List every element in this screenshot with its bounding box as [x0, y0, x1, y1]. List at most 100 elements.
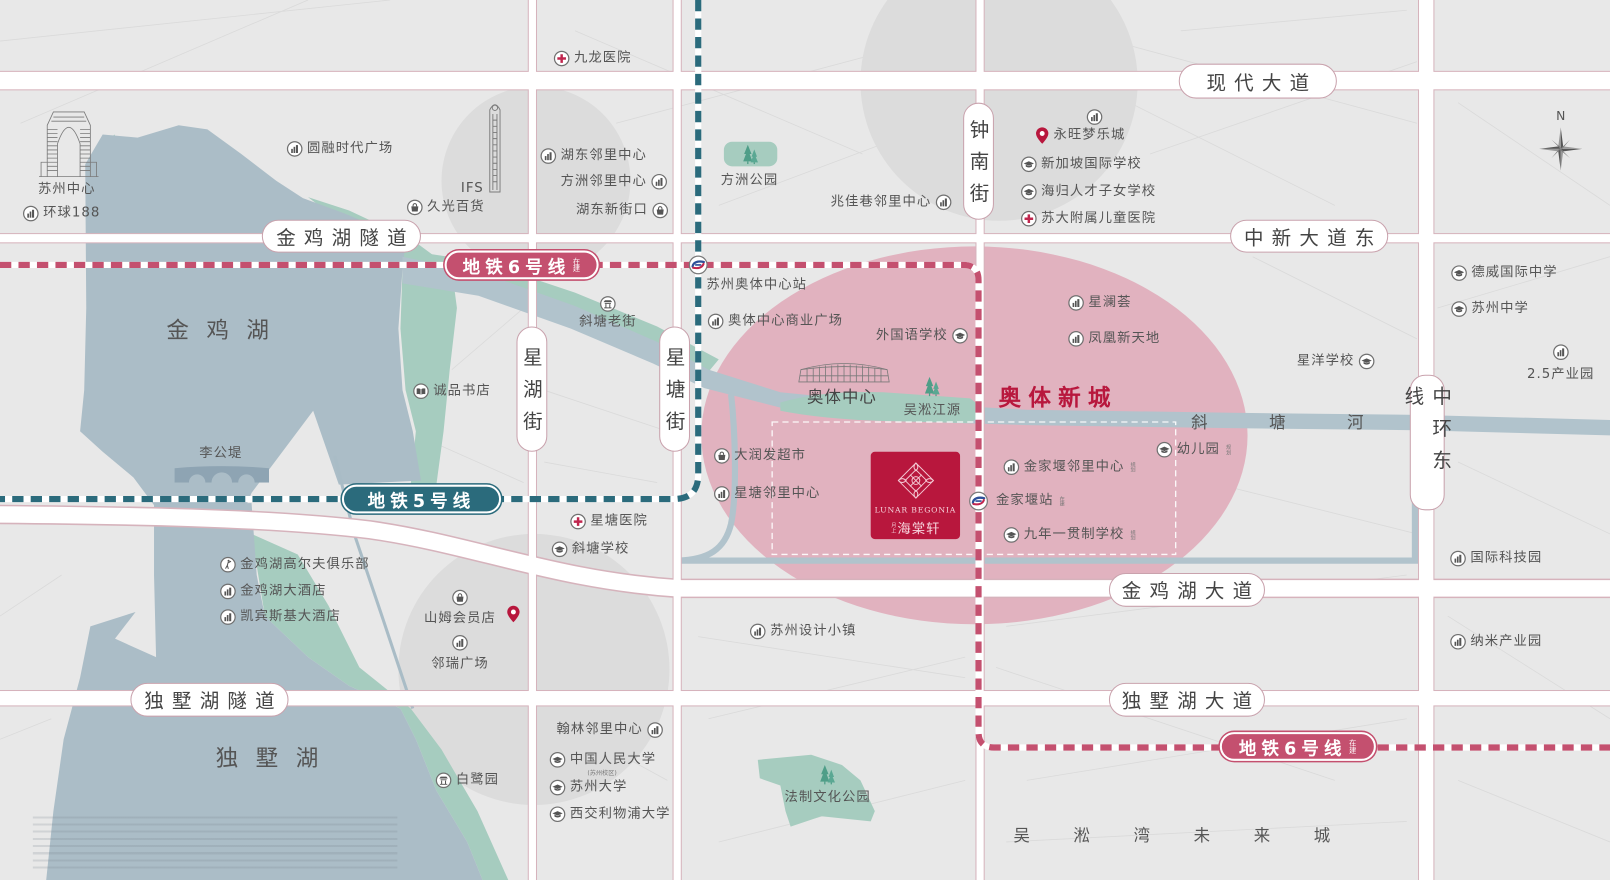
poi-aeon-mall: 永旺梦乐城	[1035, 127, 1125, 143]
road-label-zhongxin-avenue-east: 中新大道东	[1230, 219, 1389, 253]
xietang-river-label: 斜塘河	[1191, 412, 1426, 433]
graduation-cap-icon	[1156, 442, 1172, 458]
landmark-ifs-label: IFS	[461, 177, 484, 198]
poi-industrial-park-25: 2.5产业园	[1527, 344, 1594, 383]
building-icon	[1068, 331, 1084, 347]
metro-line5-label: 地铁5号线	[341, 484, 502, 514]
golf-icon	[220, 557, 236, 573]
poi-label: 方洲邻里中心	[560, 173, 647, 189]
road-jinjihu-tunnel	[0, 234, 1610, 243]
poi-foreign-language-school: 外国语学校	[876, 328, 968, 344]
pavilion-icon	[600, 296, 616, 312]
wusong-source-label: 吴淞江源	[904, 398, 962, 419]
landmark-ligongdi-label: 李公堤	[199, 442, 242, 463]
poi-label: 纳米产业园	[1470, 633, 1543, 649]
building-icon	[651, 174, 667, 190]
poi-label: 九龙医院	[573, 50, 632, 66]
poi-label: 国际科技园	[1470, 550, 1543, 566]
graduation-cap-icon	[1451, 301, 1467, 317]
metro-line5-name: 地铁5号线	[367, 491, 476, 512]
poi-label: 幼儿园	[1176, 441, 1220, 457]
poi-label: 圆融时代广场	[307, 140, 394, 157]
graduation-cap-icon	[1021, 156, 1037, 172]
project-logo-lunar-begonia: LUNAR BEGONIA 月上 海棠轩	[870, 451, 961, 540]
map-pin-icon	[506, 605, 520, 623]
building-icon	[750, 623, 766, 639]
road-label-xingtang-street: 星塘街	[659, 326, 691, 452]
building-icon	[1086, 109, 1102, 125]
poi-label: 西交利物浦大学	[569, 806, 671, 822]
building-icon	[714, 486, 730, 502]
landmark-aoti-center-label: 奥体中心	[807, 383, 877, 408]
poi-label: 湖东新街口	[576, 202, 648, 218]
poi-label: 大润发超市	[734, 447, 807, 464]
poi-label: 邻瑞广场	[431, 656, 489, 672]
water-channel	[677, 393, 1418, 564]
ligongdi-bridge-drawing	[174, 466, 270, 483]
map-pin-icon	[1035, 126, 1049, 144]
project-name-prefix: 月上	[890, 522, 897, 533]
graduation-cap-icon	[952, 328, 968, 344]
poi-label: 久光百货	[427, 199, 485, 215]
tree-icon	[818, 764, 836, 785]
station-aoti-center: 苏州奥体中心站	[706, 277, 807, 293]
graduation-cap-icon	[1451, 265, 1467, 281]
poi-golf-club: 金鸡湖高尔夫俱乐部	[220, 557, 370, 573]
road-label-text: 中新大道东	[1243, 226, 1383, 249]
pavilion-icon	[435, 772, 451, 788]
poi-label: 苏大附属儿童医院	[1041, 210, 1157, 226]
metro-line6-name: 地铁6号线	[462, 257, 571, 278]
poi-hudong-center: 湖东邻里中心	[540, 148, 647, 164]
landmark-suzhou-center-label: 苏州中心	[38, 178, 96, 199]
legal-culture-park-area	[757, 754, 875, 827]
station-label: 金家堰站	[995, 492, 1054, 509]
stadium-drawing	[798, 363, 890, 383]
poi-linrui-plaza: 邻瑞广场	[431, 635, 489, 673]
poi-kindergarten: 幼儿园规划	[1156, 441, 1232, 458]
poi-label: 德威国际中学	[1471, 264, 1558, 281]
poi-label: 星澜荟	[1088, 294, 1132, 311]
poi-aoti-plaza: 奥体中心商业广场	[707, 313, 843, 329]
building-icon	[23, 205, 39, 221]
status-note: 在建	[1058, 495, 1065, 507]
road-label-xinghu-street: 星湖街	[516, 326, 548, 452]
fangzhou-park-area	[723, 141, 778, 167]
building-icon	[452, 635, 468, 651]
poi-label: 奥体中心商业广场	[727, 313, 844, 329]
project-name-chinese: 月上 海棠轩	[890, 518, 941, 538]
graduation-cap-icon	[1021, 184, 1037, 200]
compass-north-label: N	[1556, 108, 1566, 124]
poi-label: 海归人才子女学校	[1041, 183, 1157, 200]
project-name-main: 海棠轩	[897, 521, 941, 538]
poi-label: 凯宾斯基大酒店	[240, 608, 341, 625]
poi-label: 环球188	[43, 205, 101, 221]
poi-yuanrong-plaza: 圆融时代广场	[286, 141, 393, 157]
road-label-text: 星湖街	[520, 346, 543, 443]
poi-jinjihu-hotel: 金鸡湖大酒店	[220, 583, 327, 599]
road-label-jinjihu-tunnel: 金鸡湖隧道	[261, 219, 421, 253]
begonia-ornament-icon	[897, 462, 934, 499]
water-label: 吴淞江源	[903, 402, 962, 418]
graduation-cap-icon	[551, 541, 567, 557]
poi-label: 中国人民大学	[569, 751, 657, 768]
suzhou-center-skyscraper-drawing	[39, 111, 99, 178]
poi-label: 湖东邻里中心	[560, 147, 647, 164]
status-note: 规划	[1224, 444, 1232, 455]
poi-jiuguang-dept: 久光百货	[407, 199, 485, 215]
building-icon	[286, 141, 302, 157]
poi-nano-park: 纳米产业园	[1450, 634, 1542, 650]
poi-label: 2.5产业园	[1526, 366, 1595, 382]
compass-rose-icon	[1539, 127, 1583, 171]
graduation-cap-icon	[1358, 353, 1374, 369]
poi-label: 星塘邻里中心	[734, 485, 821, 502]
poi-label: 新加坡国际学校	[1041, 156, 1142, 172]
poi-fangzhou-center: 方洲邻里中心	[561, 174, 668, 190]
metro-station-icon	[968, 491, 989, 512]
graduation-cap-icon	[549, 779, 565, 795]
poi-global-188: 环球188	[23, 205, 101, 221]
station-jinjiayan: 金家堰站在建	[995, 492, 1065, 509]
poi-label: 斜塘老街	[579, 314, 637, 330]
road-label-text: 星塘街	[662, 346, 686, 443]
building-icon	[540, 148, 556, 164]
